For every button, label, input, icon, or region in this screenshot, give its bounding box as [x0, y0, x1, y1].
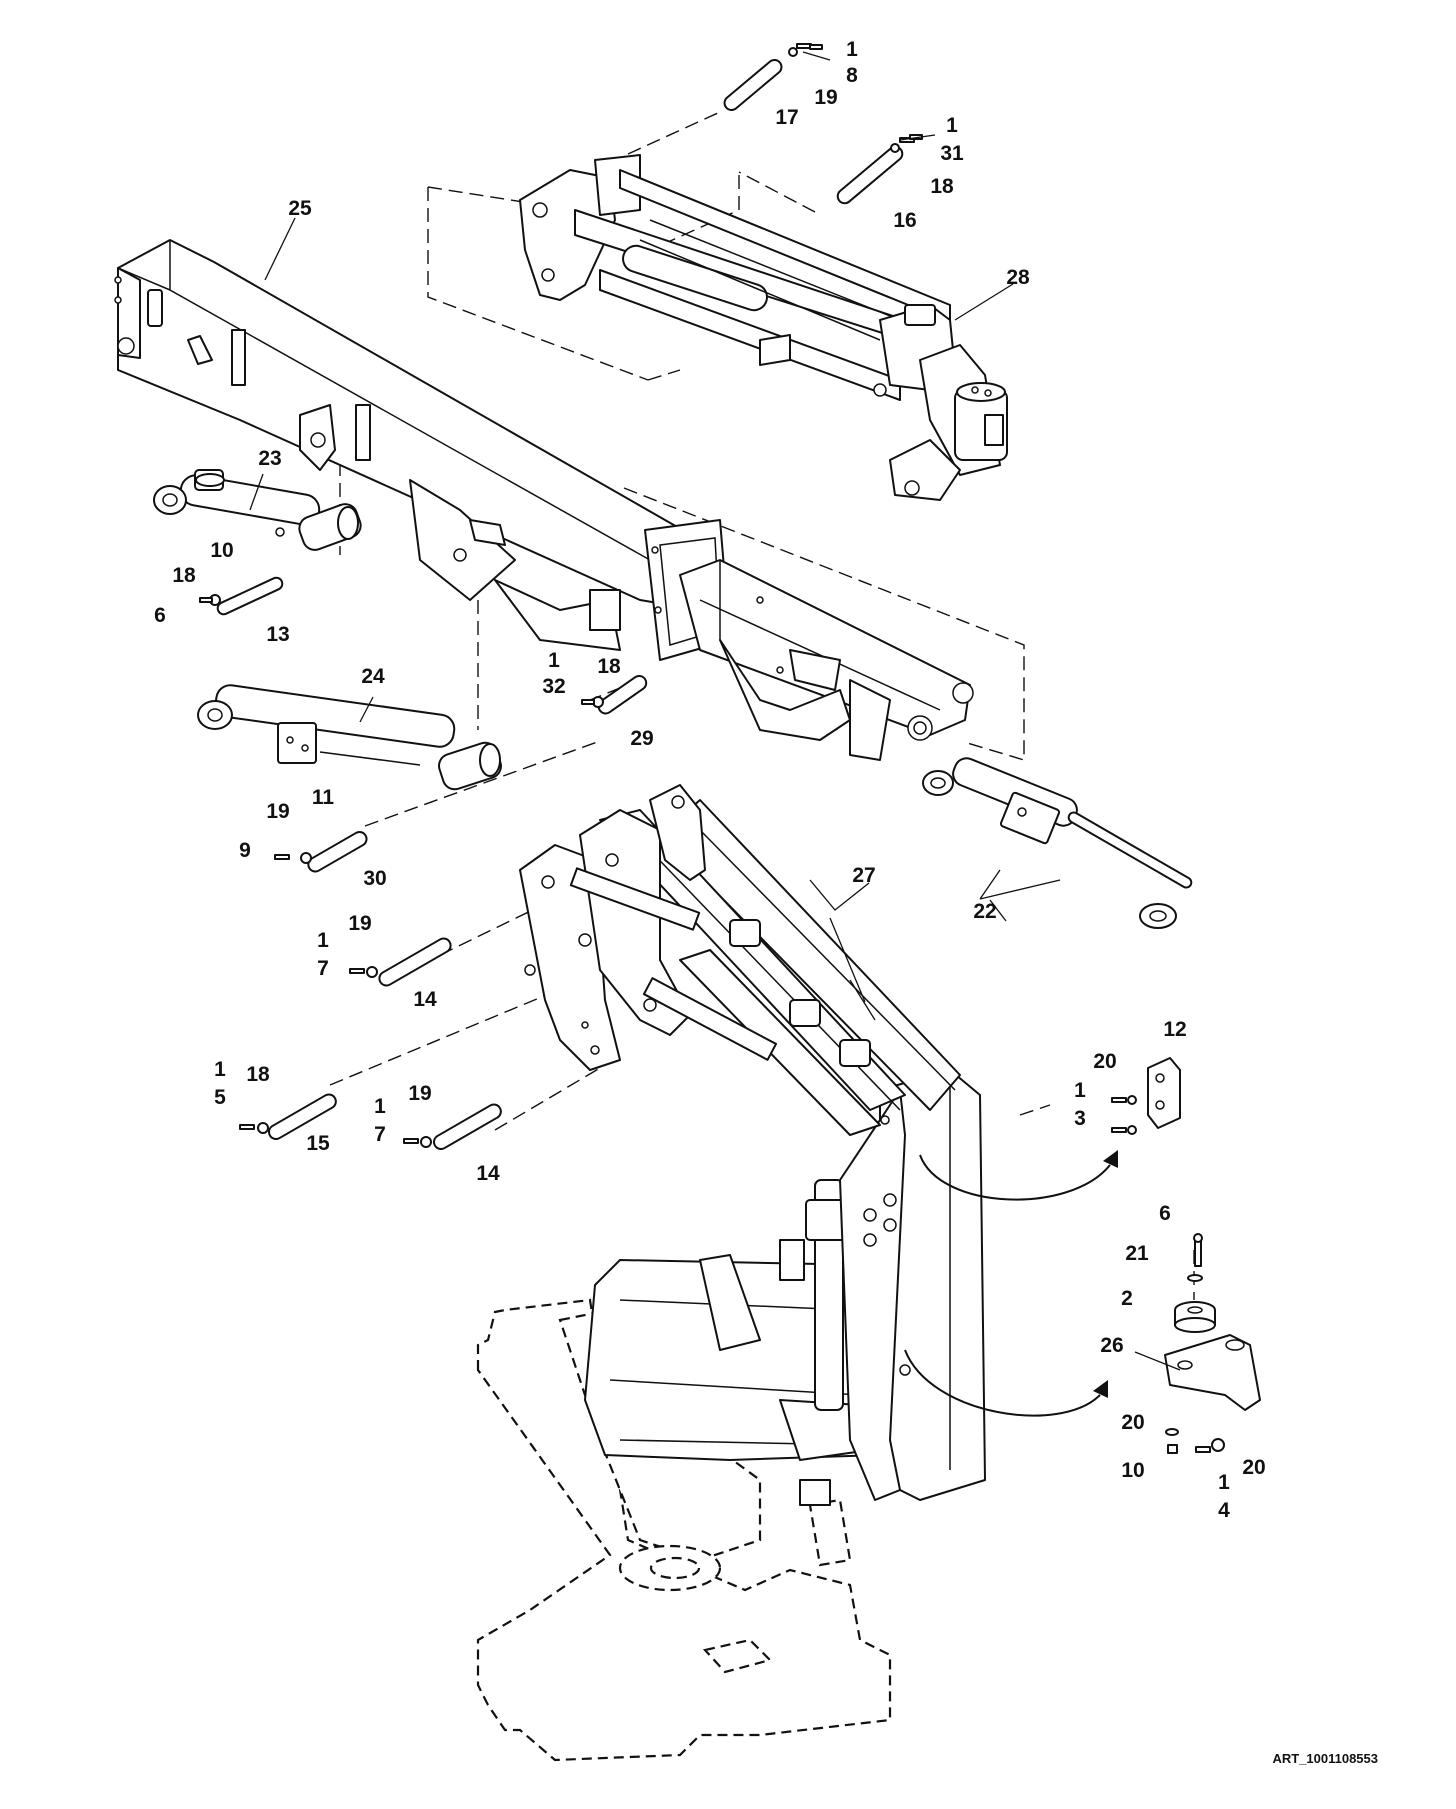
callout-4: 4 — [1218, 1499, 1230, 1522]
callout-30: 30 — [363, 867, 386, 890]
fly-boom — [679, 559, 974, 761]
callout-18: 18 — [172, 564, 196, 587]
callout-19: 19 — [408, 1082, 431, 1105]
callout-19: 19 — [266, 800, 289, 823]
callout-8: 8 — [846, 64, 858, 87]
callout-22: 22 — [973, 900, 996, 923]
callout-24: 24 — [361, 665, 385, 688]
callout-27: 27 — [852, 864, 875, 887]
callout-7: 7 — [317, 957, 329, 980]
callout-13: 13 — [266, 623, 289, 646]
callout-15: 15 — [306, 1132, 330, 1155]
callout-20: 20 — [1121, 1411, 1144, 1434]
callout-20: 20 — [1242, 1456, 1265, 1479]
callout-6: 6 — [1159, 1202, 1171, 1225]
detail-arrows — [904, 1150, 1118, 1417]
callout-11: 11 — [312, 786, 335, 809]
callout-1: 1 — [846, 38, 858, 61]
callout-17: 17 — [775, 106, 798, 129]
callout-14: 14 — [413, 988, 437, 1011]
callout-20: 20 — [1093, 1050, 1116, 1073]
callout-1: 1 — [946, 114, 958, 137]
callout-25: 25 — [288, 197, 312, 220]
art-id-label: ART_1001108553 — [1272, 1751, 1378, 1766]
callout-3: 3 — [1074, 1107, 1086, 1130]
callout-6: 6 — [154, 604, 166, 627]
leader-lines — [249, 51, 1181, 1371]
callout-1: 1 — [317, 929, 329, 952]
callout-32: 32 — [542, 675, 565, 698]
callout-19: 19 — [814, 86, 837, 109]
callout-1: 1 — [1218, 1471, 1230, 1494]
callout-19: 19 — [348, 912, 371, 935]
callout-2: 2 — [1121, 1287, 1133, 1310]
callout-18: 18 — [246, 1063, 270, 1086]
callout-labels: 1 8 19 17 1 31 18 16 25 28 23 10 18 6 13… — [154, 38, 1266, 1522]
callout-5: 5 — [214, 1086, 226, 1109]
callout-29: 29 — [630, 727, 653, 750]
callout-1: 1 — [548, 649, 560, 672]
pins-and-fasteners — [199, 43, 1261, 1454]
jib-assembly — [519, 154, 1008, 501]
callout-26: 26 — [1100, 1334, 1123, 1357]
callout-18: 18 — [597, 655, 621, 678]
callout-1: 1 — [1074, 1079, 1086, 1102]
callout-31: 31 — [940, 142, 964, 165]
cylinder-22 — [922, 757, 1193, 929]
callout-12: 12 — [1163, 1018, 1186, 1041]
callout-14: 14 — [476, 1162, 500, 1185]
callout-23: 23 — [258, 447, 281, 470]
callout-21: 21 — [1125, 1242, 1149, 1265]
callout-7: 7 — [374, 1123, 386, 1146]
cylinder-23 — [153, 469, 362, 551]
callout-1: 1 — [374, 1095, 386, 1118]
callout-18: 18 — [930, 175, 954, 198]
cylinder-24 — [197, 684, 502, 791]
callout-1: 1 — [214, 1058, 226, 1081]
callout-28: 28 — [1006, 266, 1030, 289]
callout-16: 16 — [893, 209, 916, 232]
lower-boom-assembly — [519, 784, 986, 1506]
callout-10: 10 — [1121, 1459, 1144, 1482]
callout-9: 9 — [239, 839, 251, 862]
callout-10: 10 — [210, 539, 233, 562]
